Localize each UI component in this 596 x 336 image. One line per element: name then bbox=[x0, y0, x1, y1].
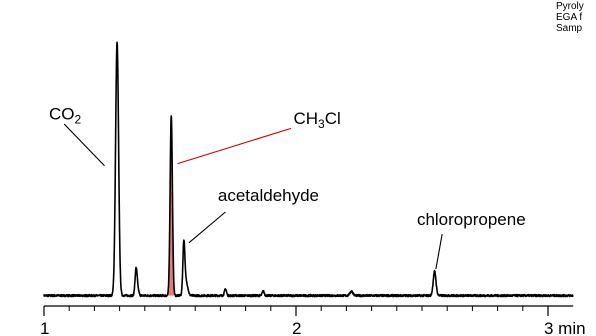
acetaldehyde-label: acetaldehyde bbox=[218, 186, 319, 205]
chloropropene-label: chloropropene bbox=[417, 210, 526, 229]
co2-label-part: 2 bbox=[75, 113, 82, 127]
ch3cl-label-part: 3 bbox=[318, 117, 325, 131]
ch3cl-label-part: Cl bbox=[325, 109, 341, 128]
x-axis: 1 2 3 min bbox=[40, 305, 586, 336]
chloropropene-label-leader bbox=[435, 233, 443, 270]
ch3cl-label-part: CH bbox=[293, 109, 318, 128]
corner-note-line: Samp bbox=[556, 23, 583, 34]
annotation-layer: CO2 CH3Cl acetaldehyde chloropropene bbox=[49, 105, 526, 270]
chromatogram-trace bbox=[43, 41, 574, 298]
x-tick-label: 1 bbox=[40, 319, 49, 336]
co2-label-part: CO bbox=[49, 105, 75, 124]
ch3cl-label: CH3Cl bbox=[293, 109, 340, 131]
chloropropene-label-part: chloropropene bbox=[417, 210, 526, 229]
acetaldehyde-label-part: acetaldehyde bbox=[218, 186, 319, 205]
x-tick-label: 3 min bbox=[544, 319, 586, 336]
corner-note-line: EGA f bbox=[556, 12, 582, 23]
acetaldehyde-label-leader bbox=[188, 211, 226, 244]
x-tick-label: 2 bbox=[292, 319, 301, 336]
corner-note-line: Pyroly bbox=[556, 1, 584, 12]
co2-label: CO2 bbox=[49, 105, 82, 127]
trace-layer bbox=[43, 41, 574, 298]
co2-label-leader bbox=[63, 123, 105, 167]
ch3cl-label-leader bbox=[177, 127, 292, 165]
